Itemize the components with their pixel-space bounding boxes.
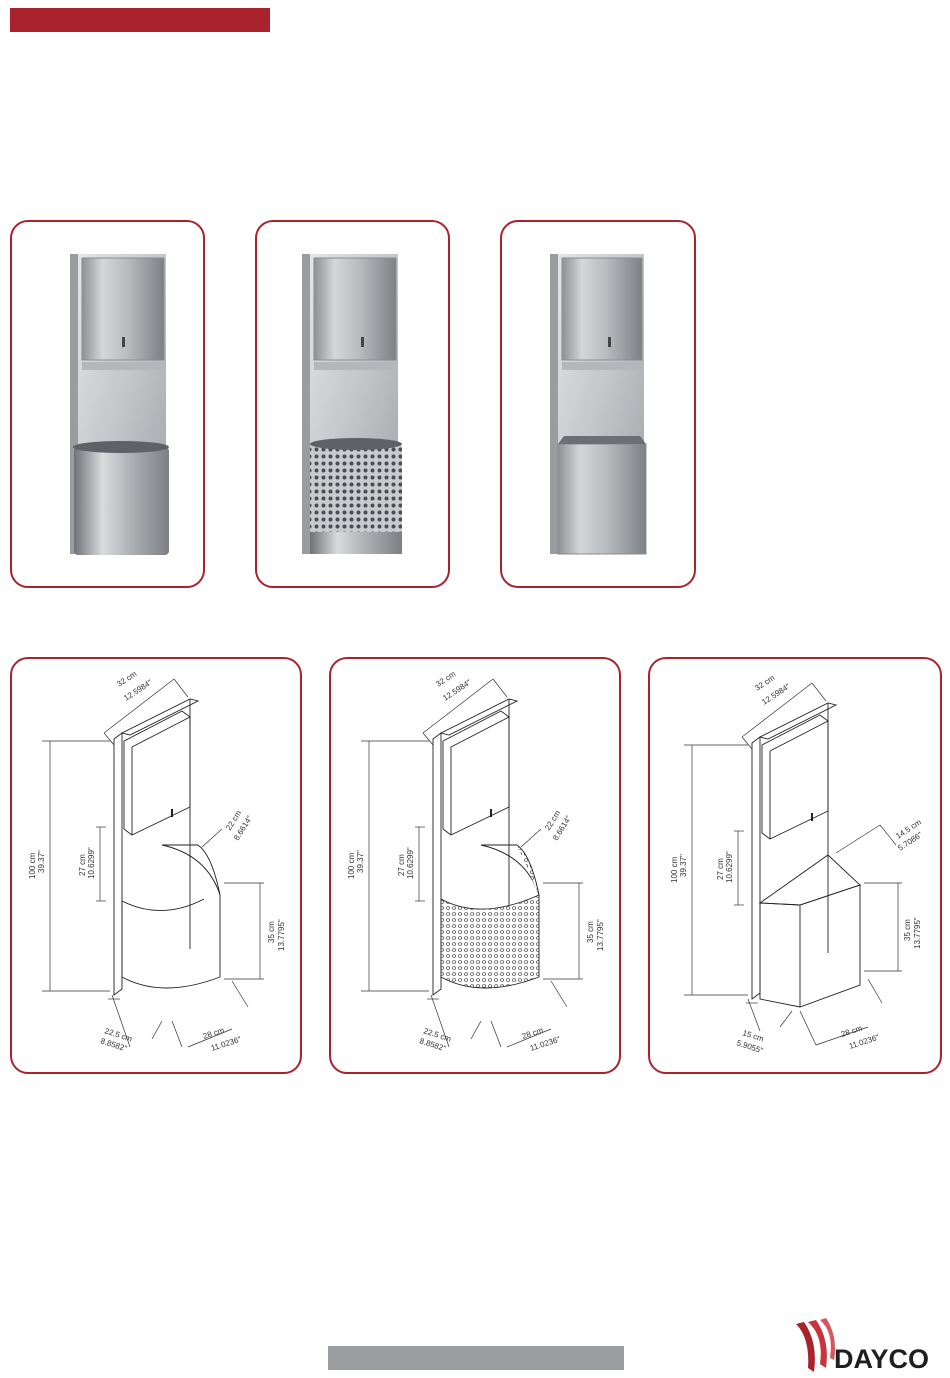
dim-height-in: 39.37" [679, 854, 688, 877]
dim-gap-cm: 27 cm [397, 854, 406, 876]
dim-gap-in: 10.6299" [406, 847, 415, 879]
photo-panel-square-bin [500, 220, 696, 588]
perforated-bin-dispenser-photo [302, 254, 402, 554]
round-bin-dispenser-photo [70, 254, 169, 555]
dim-bin-width-cm: 28 cm [840, 1024, 864, 1039]
dim-bin-width-cm: 28 cm [202, 1026, 226, 1041]
dim-height-in: 39.37" [37, 850, 46, 873]
dim-height-cm: 100 cm [347, 852, 356, 879]
perforated-bin-technical-drawing: 32 cm 12.5984" 100 cm 39.37" 27 cm 10.62… [347, 669, 605, 1053]
dim-bin-height-cm: 35 cm [267, 921, 276, 943]
dim-bin-width-cm: 28 cm [521, 1026, 545, 1041]
dim-height-in: 39.37" [356, 850, 365, 873]
dim-height-cm: 100 cm [670, 856, 679, 883]
brand-name: DAYCO [834, 1344, 930, 1374]
dim-bin-height-in: 13.7795" [277, 919, 286, 951]
square-bin-technical-drawing: 32 cm 12.5984" 100 cm 39.37" 27 cm 10.62… [670, 673, 924, 1055]
footer-bar [328, 1346, 624, 1370]
drawing-panel-square-bin: 32 cm 12.5984" 100 cm 39.37" 27 cm 10.62… [648, 657, 942, 1074]
square-bin-dispenser-photo [550, 254, 647, 555]
header-bar [10, 8, 270, 32]
photo-panel-round-bin [10, 220, 205, 588]
dim-gap-in: 10.6299" [87, 847, 96, 879]
photo-panel-perforated-bin [255, 220, 450, 588]
drawing-panel-perforated-bin: 32 cm 12.5984" 100 cm 39.37" 27 cm 10.62… [329, 657, 621, 1074]
dim-bin-height-in: 13.7795" [596, 919, 605, 951]
dayco-logo-icon [796, 1318, 835, 1372]
dim-height-cm: 100 cm [28, 852, 37, 879]
dim-gap-cm: 27 cm [716, 858, 725, 880]
dim-bin-height-cm: 35 cm [903, 919, 912, 941]
round-bin-technical-drawing: 32 cm 12.5984" 100 cm 39.37" 27 cm 10.62… [28, 669, 286, 1053]
dim-bin-height-in: 13.7795" [913, 917, 922, 949]
dim-gap-in: 10.6299" [725, 851, 734, 883]
drawing-panel-round-bin: 32 cm 12.5984" 100 cm 39.37" 27 cm 10.62… [10, 657, 302, 1074]
dim-gap-cm: 27 cm [78, 854, 87, 876]
dim-bin-height-cm: 35 cm [586, 921, 595, 943]
